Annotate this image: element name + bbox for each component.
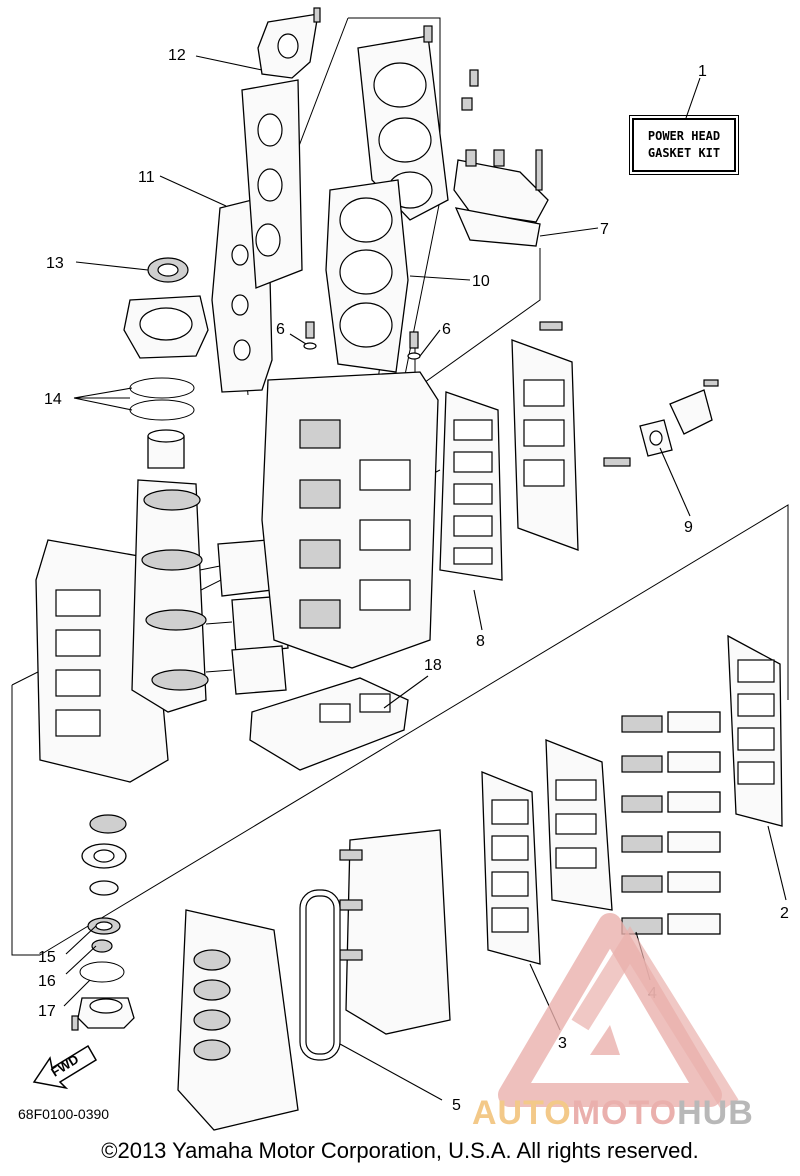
part-o-rings-14: [129, 377, 195, 421]
part-bolts-6: [303, 321, 421, 360]
part-gasket-3: [481, 771, 541, 965]
part-collar: [147, 429, 185, 469]
callout-15: 15: [38, 949, 56, 966]
callout-6a: 6: [276, 321, 285, 338]
part-lower-seals: [81, 814, 127, 896]
part-cylinder-block: [261, 371, 439, 669]
watermark-part1: AUTO: [472, 1094, 572, 1132]
diagram-code: 68F0100-0390: [18, 1106, 110, 1122]
leader-lines: [63, 55, 787, 1101]
part-reed-plate: [545, 739, 613, 911]
part-gasket-11: [211, 79, 303, 393]
copyright-notice: ©2013 Yamaha Motor Corporation, U.S.A. A…: [101, 1138, 699, 1163]
callout-6b: 6: [442, 321, 451, 338]
callout-8: 8: [476, 633, 485, 650]
part-silencer-cover: [177, 909, 299, 1131]
callout-17: 17: [38, 1003, 56, 1020]
part-seals-15-16-17: [71, 917, 135, 1031]
part-cylinder-head: [357, 25, 479, 221]
part-bearing-housing: [123, 295, 209, 359]
fwd-arrow-icon: [32, 1044, 98, 1090]
callout-3: 3: [558, 1035, 567, 1052]
gasket-kit-label: POWER HEAD GASKET KIT: [629, 115, 739, 175]
callout-14: 14: [44, 391, 62, 408]
callout-13: 13: [46, 255, 64, 272]
watermark-part3: HUB: [677, 1094, 754, 1132]
callout-7: 7: [600, 221, 609, 238]
gasket-kit-line1: POWER HEAD: [647, 129, 721, 143]
callout-2: 2: [780, 905, 789, 922]
part-gasket-8: [439, 391, 503, 581]
part-intake-manifold: [339, 829, 451, 1035]
part-oil-seal-13: [147, 257, 189, 283]
part-bypass-cover: [511, 321, 579, 551]
callout-10: 10: [472, 273, 490, 290]
callout-18: 18: [424, 657, 442, 674]
part-gasket-9: [603, 379, 719, 467]
gasket-kit-line2: GASKET KIT: [647, 146, 721, 160]
part-gasket-2: [727, 634, 783, 827]
watermark-part2: MOTO: [571, 1094, 678, 1132]
part-cover-12: [257, 7, 321, 79]
part-thermostat-cover-7: [453, 149, 549, 247]
callout-5: 5: [452, 1097, 461, 1114]
callout-9: 9: [684, 519, 693, 536]
callout-1: 1: [698, 63, 707, 80]
part-reed-valves-4: [621, 711, 721, 935]
callout-16: 16: [38, 973, 56, 990]
part-gasket-5: [299, 889, 341, 1061]
triangle-logo-icon: [498, 913, 739, 1111]
callout-numbers: 1 12 11 10 7 13 6 6 14 9 8 18 2 4 3 5 15…: [38, 47, 789, 1114]
part-head-gasket-10: [325, 179, 409, 373]
callout-11: 11: [138, 169, 155, 186]
callout-12: 12: [168, 47, 186, 64]
part-gasket-18: [249, 677, 409, 771]
part-crankshaft: [131, 479, 209, 713]
watermark-text: AUTOMOTOHUB: [472, 1094, 754, 1133]
